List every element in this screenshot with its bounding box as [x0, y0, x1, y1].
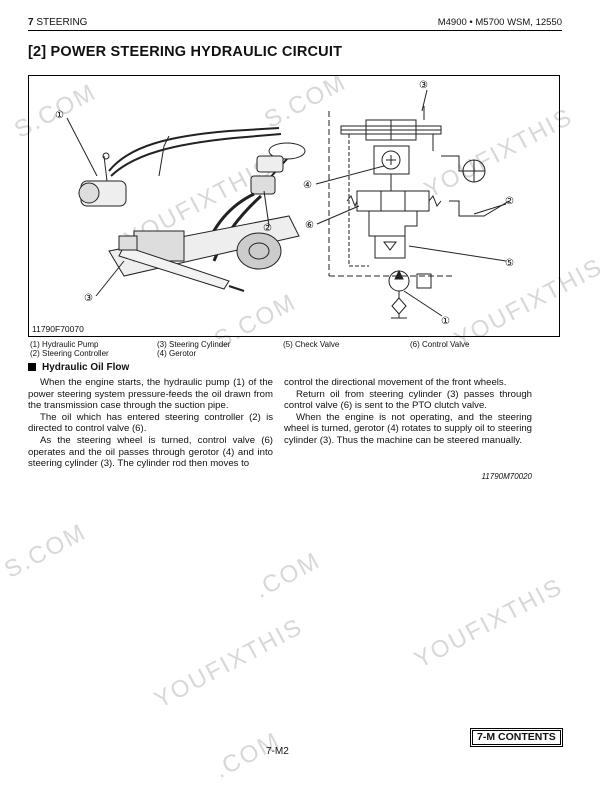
body-column-left: When the engine starts, the hydraulic pu… — [28, 377, 273, 470]
section-heading: Hydraulic Oil Flow — [28, 362, 129, 373]
watermark: S.COM — [0, 518, 91, 584]
paragraph: control the directional movement of the … — [284, 377, 507, 388]
callout-1: ① — [55, 110, 64, 121]
callout-6: ⑥ — [305, 220, 314, 231]
contents-button-label: 7-M CONTENTS — [472, 730, 561, 745]
paragraph: When the engine is not operating, and th… — [284, 411, 532, 446]
legend-item: (4) Gerotor — [157, 349, 197, 358]
page-number: 7-M2 — [266, 746, 289, 757]
model-header: M4900 • M5700 WSM, 12550 — [437, 17, 562, 28]
callout-3-right: ③ — [419, 80, 428, 91]
section-heading-text: Hydraulic Oil Flow — [42, 362, 130, 373]
legend-item: (2) Steering Controller — [30, 349, 109, 358]
callout-2-right: ② — [505, 196, 514, 207]
legend-item: (5) Check Valve — [283, 340, 340, 349]
paragraph: When the engine starts, the hydraulic pu… — [28, 377, 273, 412]
legend-item: (1) Hydraulic Pump — [30, 340, 99, 349]
header-rule — [28, 30, 562, 31]
hydraulic-circuit-figure: ① ② ③ ③ ④ ⑥ ② ⑤ ① 11790F70070 — [28, 75, 560, 337]
callout-1-right: ① — [441, 316, 450, 327]
legend-item: (6) Control Valve — [410, 340, 470, 349]
circuit-illustration: ① ② ③ ③ ④ ⑥ ② ⑤ ① — [55, 80, 514, 327]
callout-4: ④ — [303, 180, 312, 191]
reference-code: 11790M70020 — [481, 472, 532, 481]
section-name: STEERING — [36, 17, 88, 28]
body-column-right: control the directional movement of the … — [284, 377, 532, 447]
watermark: YOUFIXTHIS — [150, 612, 308, 714]
watermark: YOUFIXTHIS — [410, 572, 568, 674]
section-number: 7 — [28, 17, 34, 28]
section-header: 7 STEERING — [28, 17, 87, 28]
callout-2: ② — [263, 223, 272, 234]
paragraph: The oil which has entered steering contr… — [28, 411, 273, 435]
watermark: .COM — [250, 546, 326, 604]
legend-item: (3) Steering Cylinder — [157, 340, 231, 349]
page-title: [2] POWER STEERING HYDRAULIC CIRCUIT — [28, 44, 343, 60]
contents-button[interactable]: 7-M CONTENTS — [470, 728, 563, 747]
paragraph: Return oil from steering cylinder (3) pa… — [284, 388, 532, 412]
callout-5: ⑤ — [505, 258, 514, 269]
figure-id: 11790F70070 — [32, 324, 84, 334]
callout-3: ③ — [84, 293, 93, 304]
paragraph: As the steering wheel is turned, control… — [28, 434, 273, 470]
bullet-square-icon — [28, 363, 36, 371]
